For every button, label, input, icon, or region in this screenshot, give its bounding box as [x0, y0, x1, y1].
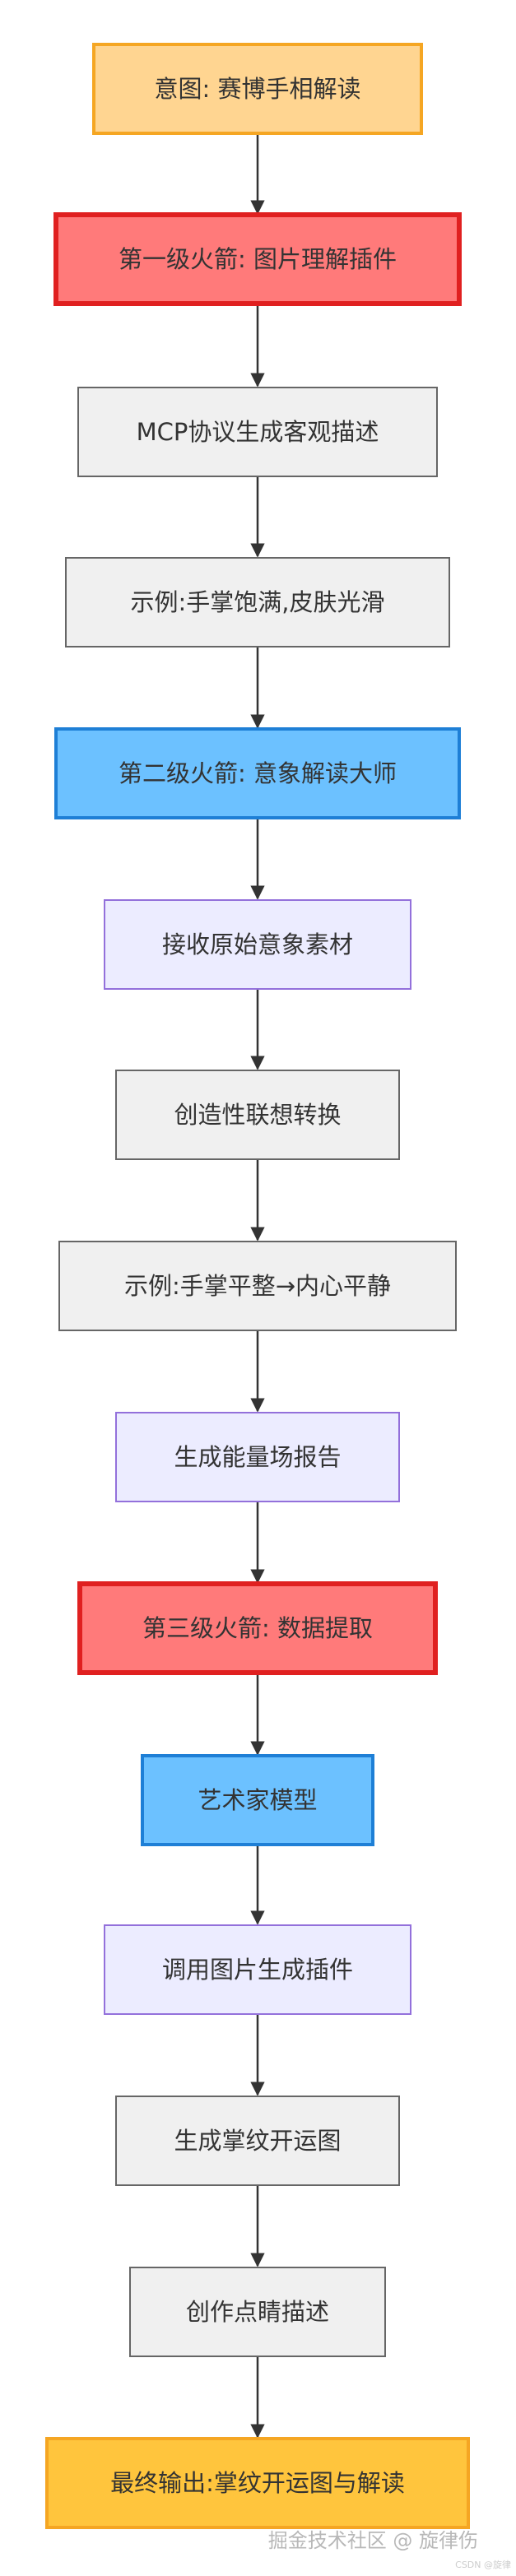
flow-node-call_plugin: 调用图片生成插件: [104, 1924, 411, 2015]
flow-node-box-report: [115, 1412, 400, 1502]
flow-node-label-stage1: 第一级火箭: 图片理解插件: [119, 245, 397, 273]
flow-node-box-receive: [104, 899, 411, 990]
flow-node-receive: 接收原始意象素材: [104, 899, 411, 990]
flow-node-palm_chart: 生成掌纹开运图: [115, 2096, 400, 2186]
flow-node-example1: 示例:手掌饱满,皮肤光滑: [65, 557, 450, 647]
flow-node-box-example1: [65, 557, 450, 647]
flow-node-box-mcp: [77, 387, 438, 477]
flow-node-stage1: 第一级火箭: 图片理解插件: [53, 212, 462, 306]
flow-node-box-artist: [141, 1754, 374, 1846]
flow-node-final: 最终输出:掌纹开运图与解读: [45, 2437, 470, 2529]
flow-node-label-example1: 示例:手掌饱满,皮肤光滑: [131, 588, 385, 616]
flow-node-box-stage2: [54, 727, 461, 819]
flow-node-label-example2: 示例:手掌平整→内心平静: [124, 1272, 391, 1300]
flow-node-box-example2: [58, 1241, 457, 1331]
flow-node-box-call_plugin: [104, 1924, 411, 2015]
flow-node-label-intent: 意图: 赛博手相解读: [155, 75, 361, 103]
flow-node-report: 生成能量场报告: [115, 1412, 400, 1502]
flow-node-describe: 创作点睛描述: [129, 2267, 386, 2357]
flow-node-box-palm_chart: [115, 2096, 400, 2186]
flow-node-label-final: 最终输出:掌纹开运图与解读: [110, 2469, 405, 2497]
flow-node-label-report: 生成能量场报告: [174, 1443, 341, 1471]
flow-node-box-describe: [129, 2267, 386, 2357]
flow-node-label-describe: 创作点睛描述: [186, 2298, 329, 2326]
flow-node-example2: 示例:手掌平整→内心平静: [58, 1241, 457, 1331]
flow-node-label-palm_chart: 生成掌纹开运图: [174, 2127, 341, 2155]
flow-node-label-mcp: MCP协议生成客观描述: [137, 418, 379, 446]
flow-node-box-associate: [115, 1070, 400, 1160]
watermark-text: 掘金技术社区 @ 旋律伤: [267, 2529, 478, 2552]
flow-node-label-stage3: 第三级火箭: 数据提取: [142, 1614, 373, 1642]
flow-node-stage3: 第三级火箭: 数据提取: [77, 1581, 438, 1675]
flow-node-stage2: 第二级火箭: 意象解读大师: [54, 727, 461, 819]
flow-node-associate: 创造性联想转换: [115, 1070, 400, 1160]
flow-node-box-intent: [92, 43, 423, 135]
flow-node-mcp: MCP协议生成客观描述: [77, 387, 438, 477]
flow-node-label-associate: 创造性联想转换: [174, 1101, 341, 1129]
flow-node-label-artist: 艺术家模型: [198, 1786, 317, 1814]
flow-node-label-call_plugin: 调用图片生成插件: [162, 1956, 353, 1984]
flow-node-intent: 意图: 赛博手相解读: [92, 43, 423, 135]
flow-node-label-stage2: 第二级火箭: 意象解读大师: [119, 759, 397, 787]
flow-node-artist: 艺术家模型: [141, 1754, 374, 1846]
flow-node-box-stage3: [77, 1581, 438, 1675]
flow-node-box-final: [45, 2437, 470, 2529]
flow-node-label-receive: 接收原始意象素材: [162, 931, 353, 958]
flow-node-box-stage1: [53, 212, 462, 306]
watermark-small-text: CSDN @旋律: [455, 2560, 511, 2570]
